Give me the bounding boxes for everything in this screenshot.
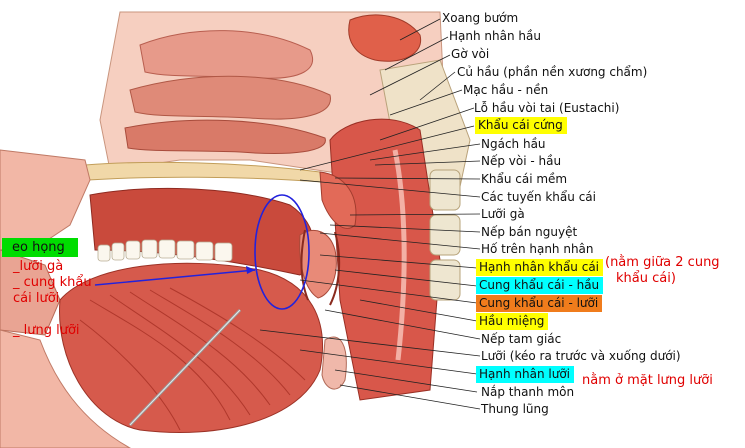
label-eustachian-opening: Lỗ hầu vòi tai (Eustachi) <box>474 101 620 115</box>
label-palatoglossal-arch: Cung khẩu cái - lưỡi <box>476 295 603 312</box>
sphenoid-sinus <box>348 14 422 62</box>
label-vallecula: Thung lũng <box>481 402 549 416</box>
label-pharyngeal-recess: Ngách hầu <box>481 137 546 151</box>
label-lingual-tonsil: Hạnh nhân lưỡi <box>476 366 575 383</box>
teeth <box>97 239 233 262</box>
note-lingual-tonsil: nằm ở mặt lưng lưỡi <box>582 373 713 388</box>
middle-concha <box>129 75 331 120</box>
label-pharyngeal-tubercle: Củ hầu (phần nền xương chẩm) <box>457 65 648 79</box>
label-uvula: Lưỡi gà <box>481 207 525 221</box>
label-sphenoid-sinus: Xoang bướm <box>442 11 519 25</box>
label-pharyngobasilar-fascia: Mạc hầu - nền <box>463 83 549 97</box>
label-palatine-tonsil: Hạnh nhân khẩu cái <box>476 259 603 276</box>
note-tonsil-line1: (nằm giữa 2 cung <box>605 255 720 270</box>
lower-lip <box>0 249 61 336</box>
label-tongue: Lưỡi (kéo ra trước và xuống dưới) <box>481 349 681 363</box>
label-soft-palate: Khẩu cái mềm <box>481 172 568 186</box>
label-triangular-fold: Nếp tam giác <box>481 332 562 346</box>
tongue-fibers <box>79 287 306 431</box>
label-epiglottis: Nắp thanh môn <box>481 385 575 399</box>
label-oropharynx: Hầu miệng <box>476 313 549 330</box>
label-pharyngeal-tonsil: Hạnh nhân hầu <box>449 29 541 43</box>
note-tonsil-line2: khẩu cái) <box>616 271 676 286</box>
soft-palate <box>319 171 357 229</box>
label-supratonsillar-fossa: Hố trên hạnh nhân <box>481 242 594 256</box>
chin <box>0 329 132 448</box>
pointer-arrow <box>94 269 256 286</box>
superior-concha <box>139 30 313 79</box>
label-palatopharyngeal-arch: Cung khẩu cái - hầu <box>476 277 604 294</box>
tag-lung-luoi: _ lưng lưỡi <box>13 323 80 338</box>
tag-eo-hong: eo họng <box>2 238 78 257</box>
leader-lines <box>259 18 481 410</box>
label-palatine-glands: Các tuyến khẩu cái <box>481 190 596 204</box>
pharyngeal-wall <box>329 118 441 401</box>
label-semilunar-fold: Nếp bán nguyệt <box>481 225 578 239</box>
tag-cung-khau-cai-luoi-2: cái lưỡi <box>13 291 60 306</box>
tag-luoi-ga: _lưỡi gà <box>13 259 64 274</box>
inferior-concha <box>124 119 326 154</box>
label-salpingopharyngeal-fold: Nếp vòi - hầu <box>481 154 562 168</box>
fauces-ellipse <box>254 194 310 310</box>
epiglottis <box>321 336 347 390</box>
label-torus-tubarius: Gờ vòi <box>451 47 490 61</box>
tongue <box>59 262 323 433</box>
label-hard-palate: Khẩu cái cứng <box>475 117 567 134</box>
upper-lip <box>0 149 91 251</box>
tag-cung-khau-cai-luoi-1: _ cung khẩu <box>13 275 92 290</box>
